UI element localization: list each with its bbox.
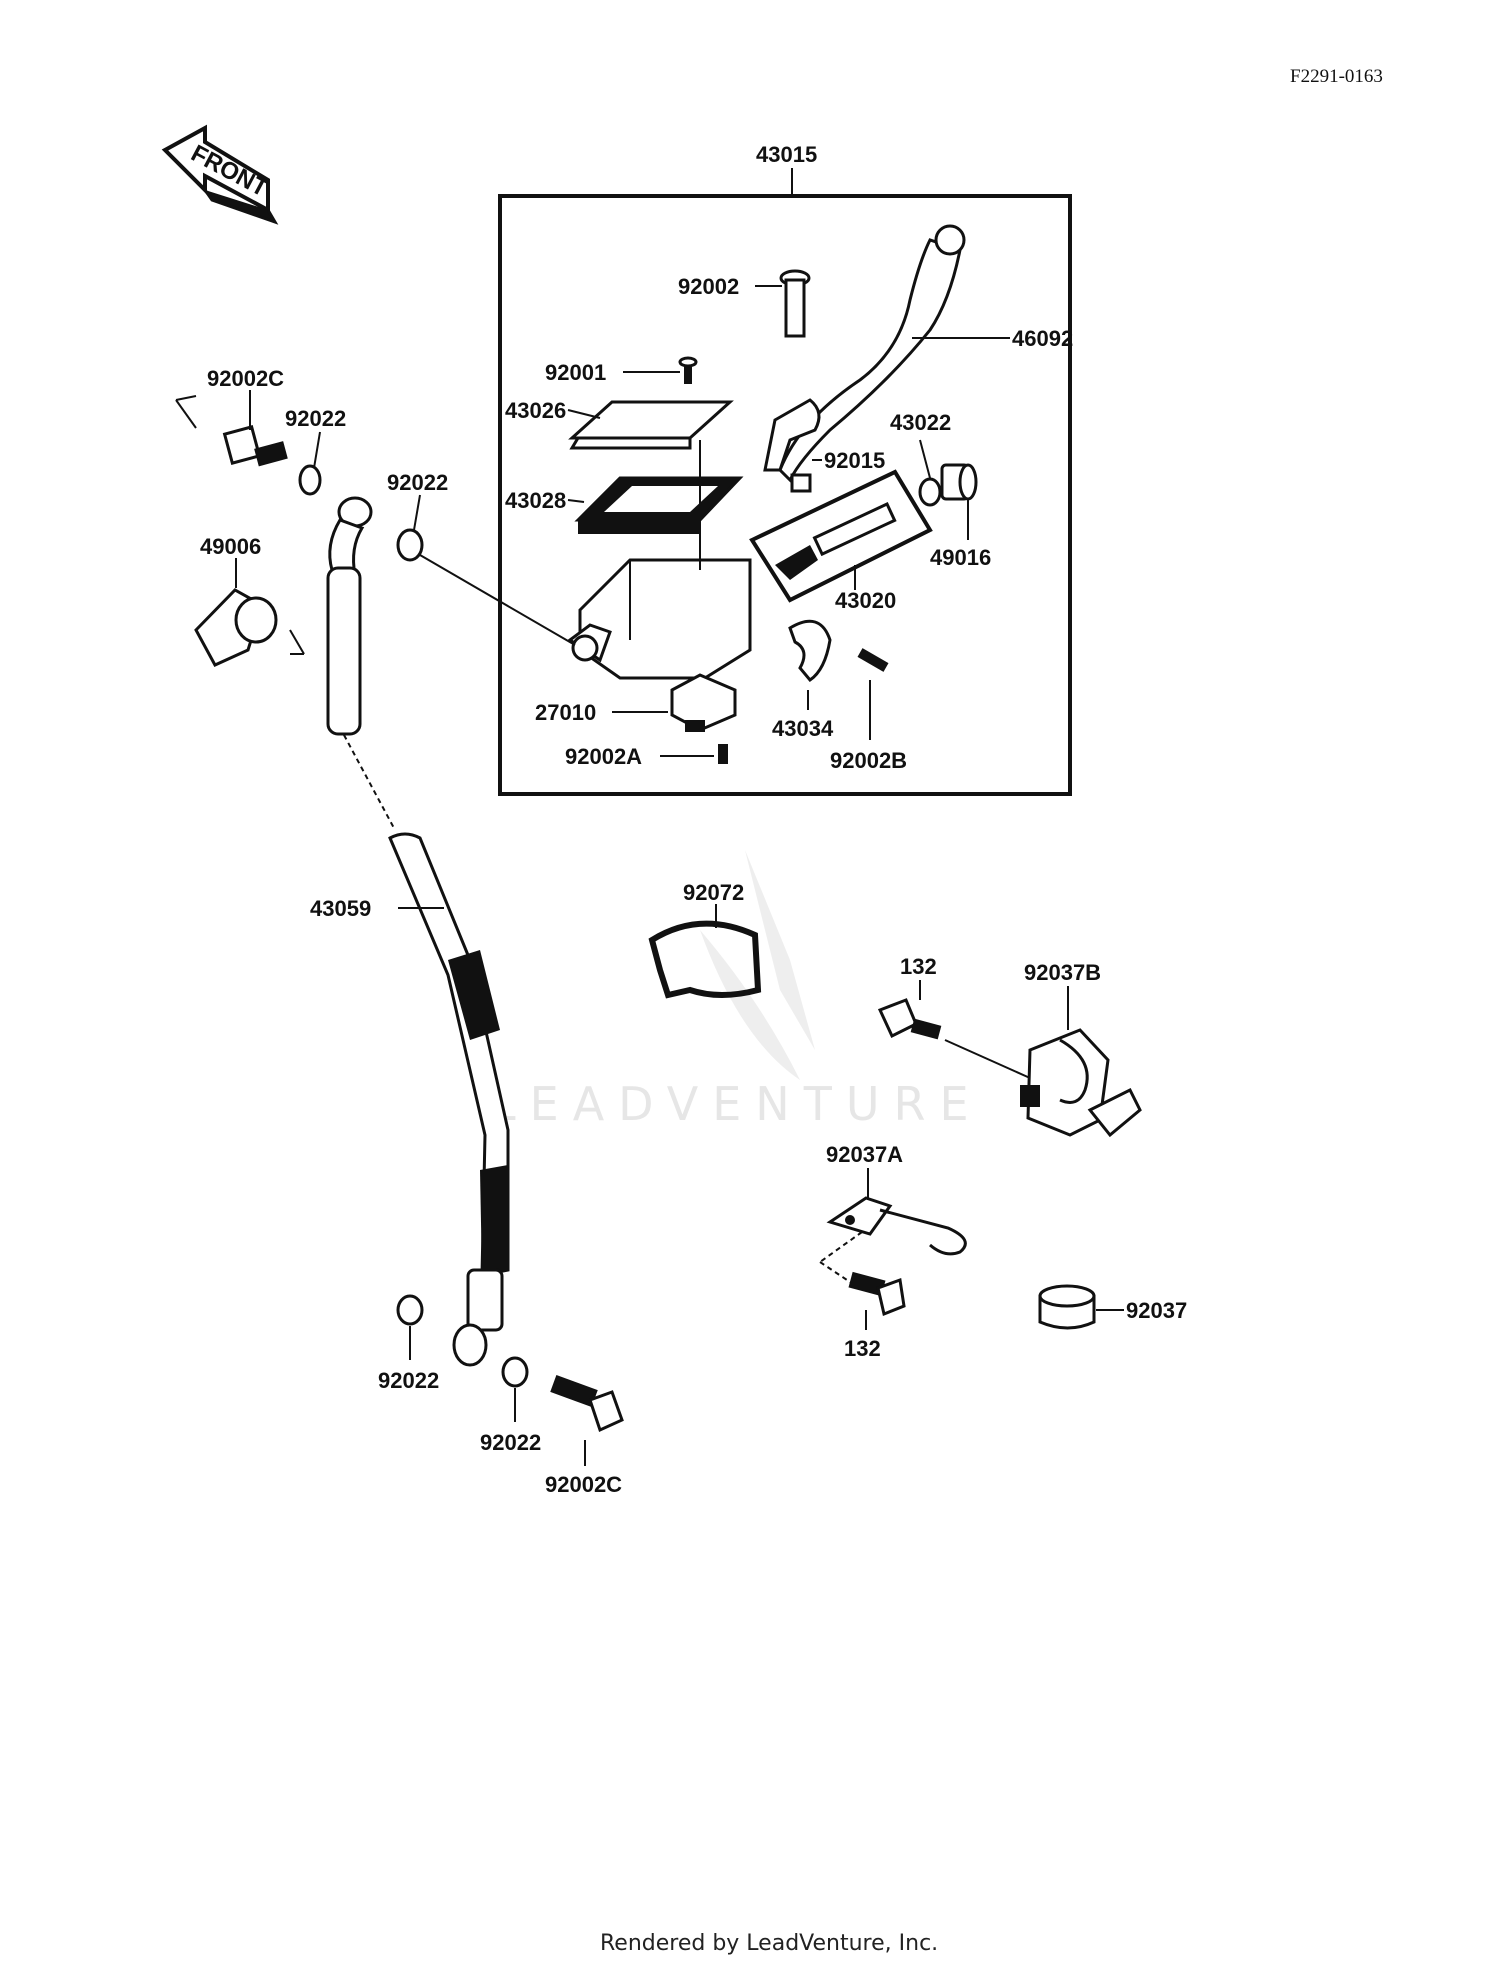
label-92015: 92015 (824, 448, 885, 473)
label-27010: 27010 (535, 700, 596, 725)
piston-kit-43020 (749, 469, 933, 603)
front-arrow-icon: FRONT (161, 124, 279, 225)
label-49016: 49016 (930, 545, 991, 570)
label-92002B: 92002B (830, 748, 907, 773)
label-92037B: 92037B (1024, 960, 1101, 985)
nut-92015 (790, 459, 822, 493)
label-43034: 43034 (772, 716, 834, 741)
label-92022-bot2: 92022 (480, 1430, 541, 1455)
bolt-132-top (877, 980, 1031, 1079)
banjo-bolt-92002C-bottom (550, 1375, 624, 1466)
boot-49016 (940, 463, 978, 540)
washer-92022-top2 (396, 494, 576, 646)
bracket-92037A (819, 1168, 967, 1291)
bolt-92002B (857, 648, 889, 740)
label-49006: 49006 (200, 534, 261, 559)
banjo-bolt-92002C-top (175, 390, 288, 467)
lever-46092 (763, 224, 1010, 483)
label-43026: 43026 (505, 398, 566, 423)
label-132-top: 132 (900, 954, 937, 979)
master-cylinder-body (567, 440, 752, 680)
label-92022-bot1: 92022 (378, 1368, 439, 1393)
bolt-132-bottom (848, 1271, 906, 1330)
label-43015: 43015 (756, 142, 817, 167)
label-92002C-bottom: 92002C (545, 1472, 622, 1497)
washer-92022-top1 (298, 431, 322, 496)
footer-credit: Rendered by LeadVenture, Inc. (600, 1931, 938, 1956)
watermark-text: LEADVENTURE (490, 1077, 983, 1131)
label-92022-top1: 92022 (285, 406, 346, 431)
cover-49006 (194, 558, 305, 667)
bracket-92037B (1020, 986, 1142, 1138)
label-43059: 43059 (310, 896, 371, 921)
label-43022: 43022 (890, 410, 951, 435)
label-92072: 92072 (683, 880, 744, 905)
label-43028: 43028 (505, 488, 566, 513)
reservoir-cap-43026 (567, 400, 734, 450)
watermark: LEADVENTURE (490, 850, 983, 1131)
label-92001: 92001 (545, 360, 606, 385)
label-43020: 43020 (835, 588, 896, 613)
grommet-92037 (1038, 1284, 1124, 1330)
screw-92002A (660, 744, 728, 764)
clamp-band-92072 (648, 904, 762, 999)
label-46092: 46092 (1012, 326, 1073, 351)
pivot-bolt-92002 (755, 269, 811, 338)
label-92022-top2: 92022 (387, 470, 448, 495)
screw-92001 (623, 356, 698, 384)
drawing-code: F2291-0163 (1290, 66, 1383, 87)
switch-27010 (612, 673, 737, 732)
label-92002C-top: 92002C (207, 366, 284, 391)
label-132-bottom: 132 (844, 1336, 881, 1361)
clamp-43034 (788, 619, 832, 710)
label-92037: 92037 (1126, 1298, 1187, 1323)
seal-43022 (918, 439, 942, 507)
brake-hose-43059 (388, 832, 510, 1367)
diaphragm-43028 (567, 476, 744, 534)
label-92002: 92002 (678, 274, 739, 299)
brake-hose-upper (326, 496, 396, 831)
label-92037A: 92037A (826, 1142, 903, 1167)
washer-92022-bot1 (396, 1294, 424, 1360)
assembly-box-43015 (498, 168, 1072, 796)
washer-92022-bot2 (501, 1356, 529, 1422)
label-92002A: 92002A (565, 744, 642, 769)
